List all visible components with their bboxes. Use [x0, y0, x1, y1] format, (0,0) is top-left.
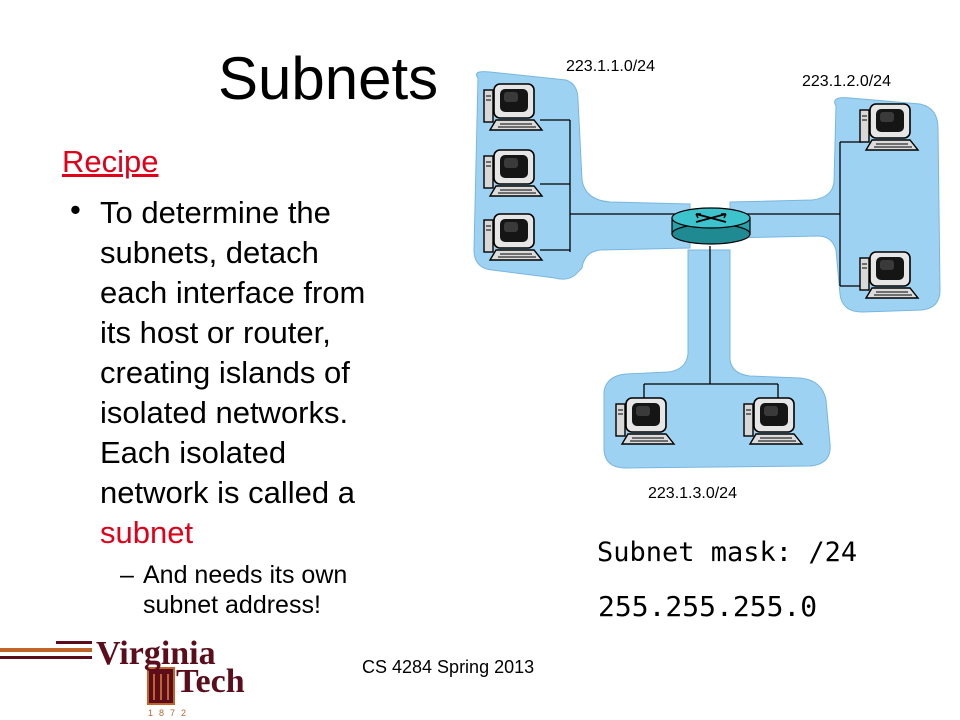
logo-shield-icon: [147, 667, 175, 705]
bullet-line: Each isolated: [100, 435, 287, 470]
bullet-marker: •: [70, 192, 81, 227]
bullet-line: To determine the: [100, 195, 331, 230]
subnet-mask-label: Subnet mask: /24: [597, 537, 858, 568]
footer-course: CS 4284 Spring 2013: [362, 657, 535, 677]
router-icon: [671, 207, 751, 245]
subnet-label-3: 223.1.3.0/24: [648, 485, 737, 502]
logo-virginia: Virginia: [96, 635, 216, 672]
bullet-line: network is called a: [100, 475, 356, 510]
bullet-line: creating islands of: [100, 355, 350, 390]
slide-title: Subnets: [218, 45, 439, 112]
sub-bullet-line: subnet address!: [143, 591, 321, 619]
logo-stripes: [0, 641, 92, 659]
logo-tech: Tech: [176, 663, 245, 700]
subnet-label-2: 223.1.2.0/24: [802, 73, 891, 90]
bullet-line: each interface from: [100, 275, 366, 310]
sub-bullet-line: And needs its own: [143, 561, 348, 589]
bullet-line: subnets, detach: [100, 235, 319, 270]
subnet-label-1: 223.1.1.0/24: [566, 58, 655, 75]
sub-bullet-marker: –: [120, 561, 134, 589]
recipe-heading: Recipe: [62, 144, 159, 179]
bullet-line: isolated networks.: [100, 395, 349, 430]
bullet-line: its host or router,: [100, 315, 331, 350]
logo-year: 1872: [148, 708, 193, 718]
bullet-text: To determine the subnets, detach each in…: [100, 193, 430, 553]
subnet-highlight: subnet: [100, 515, 194, 550]
subnet-mask-value: 255.255.255.0: [598, 590, 818, 623]
sub-bullet-text: And needs its own subnet address!: [143, 560, 347, 620]
